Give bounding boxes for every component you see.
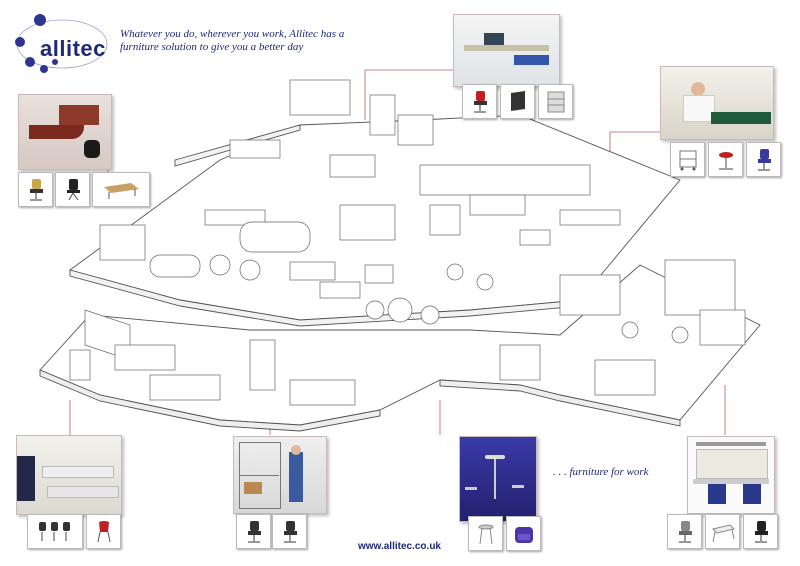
chair-icon [678,520,692,542]
thumb-chair[interactable] [746,142,781,177]
storage-icon [547,91,564,112]
thumb-chair[interactable] [462,84,497,119]
chair-icon [29,178,43,200]
thumb-storage[interactable] [538,84,573,119]
slogan: . . . furniture for work [553,466,649,478]
chair-icon [247,520,261,542]
chair-icon [473,90,487,112]
lower-floor-furniture [69,259,746,406]
stool-icon [718,151,733,169]
open-plan-desks-photo [453,14,560,87]
chair-icon [66,178,80,200]
technical-workbench-photo [687,436,775,514]
thumb-chair[interactable] [55,172,90,207]
chair-icon [754,520,768,542]
thumb-stool[interactable] [468,516,503,551]
breakout-area-photo [459,436,537,522]
thumb-chair[interactable] [86,514,121,549]
tagline: Whatever you do, wherever you work, Alli… [120,28,345,53]
workbench-icon [711,523,735,542]
armchair-icon [514,526,533,543]
thumb-workbench[interactable] [705,514,740,549]
thumb-chair[interactable] [18,172,53,207]
brand-name: allitec [40,36,106,61]
laboratory-workbench-photo [660,66,774,140]
thumb-chair[interactable] [743,514,778,549]
chair-icon [757,148,771,170]
stool-icon [478,524,493,544]
allitec-logo[interactable]: allitec [10,12,110,74]
executive-office-photo [18,94,112,170]
thumb-stool[interactable] [708,142,743,177]
trolley-icon [679,150,696,170]
thumb-table[interactable] [92,172,150,207]
upper-floor-furniture [99,79,621,325]
computer-room-photo [16,435,122,515]
thumb-chair[interactable] [667,514,702,549]
thumb-chair[interactable] [272,514,307,549]
chair-icon [283,520,297,542]
thumb-trolley[interactable] [670,142,705,177]
table-icon [104,182,139,199]
thumb-chair[interactable] [27,514,83,549]
logo-swoosh-icon [15,14,108,73]
chair-icon [97,520,110,542]
thumb-armchair[interactable] [506,516,541,551]
thumb-screen[interactable] [500,84,535,119]
website-link[interactable]: www.allitec.co.uk [358,541,441,552]
thumb-chair[interactable] [236,514,271,549]
screen-icon [510,90,525,111]
warehouse-shelving-photo [233,436,327,514]
chair-icon [39,521,70,541]
